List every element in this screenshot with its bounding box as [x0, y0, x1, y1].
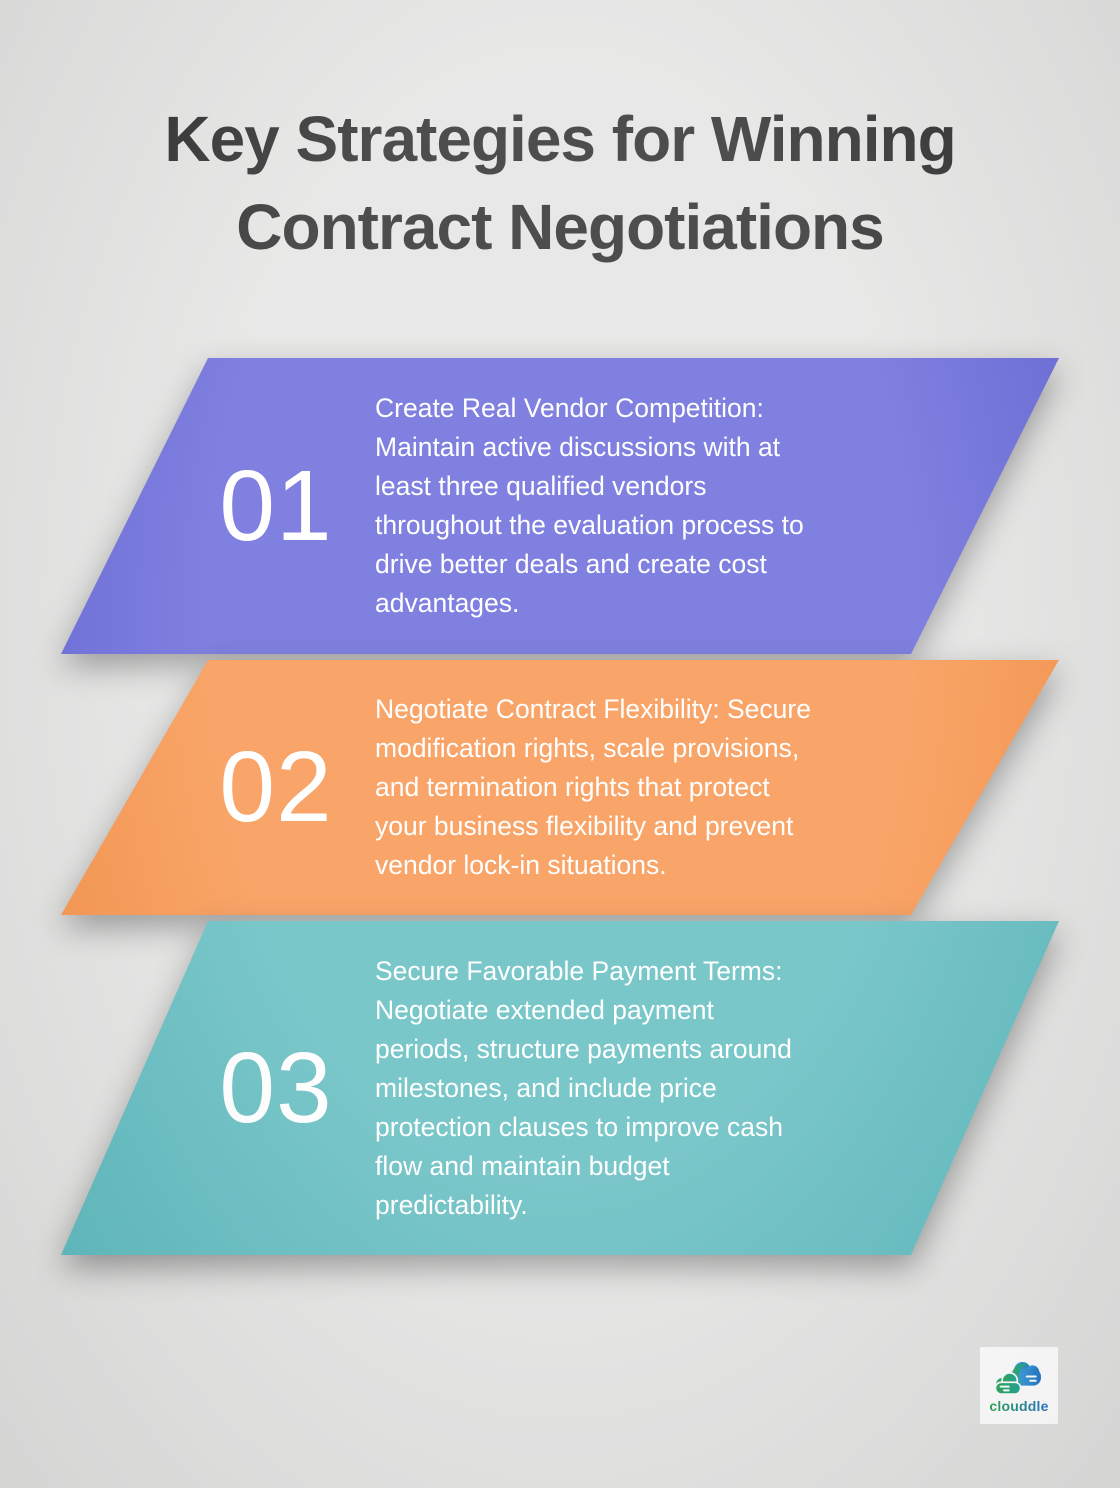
step-body-3: Secure Favorable Payment Terms: Negotiat…	[375, 921, 925, 1255]
clouddle-logo: clouddle	[980, 1347, 1058, 1424]
step-banner-1: 01 Create Real Vendor Competition: Maint…	[61, 358, 1060, 654]
step-banner-2-shape: 02 Negotiate Contract Flexibility: Secur…	[61, 660, 1059, 915]
step-body-2: Negotiate Contract Flexibility: Secure m…	[375, 660, 925, 915]
page-title: Key Strategies for Winning Contract Nego…	[164, 103, 956, 263]
cloud-logo-icon	[994, 1361, 1041, 1395]
step-banner-1-shape: 01 Create Real Vendor Competition: Maint…	[61, 358, 1059, 654]
step-banner-2: 02 Negotiate Contract Flexibility: Secur…	[61, 660, 1060, 915]
step-description-3: Secure Favorable Payment Terms: Negotiat…	[375, 955, 792, 1220]
logo-wordmark: clouddle	[989, 1398, 1049, 1414]
step-number-3: 03	[219, 1031, 333, 1144]
step-number-1: 01	[219, 449, 333, 562]
step-body-1: Create Real Vendor Competition: Maintain…	[375, 358, 925, 654]
step-description-2: Negotiate Contract Flexibility: Secure m…	[375, 694, 811, 880]
step-banner-3-shape: 03 Secure Favorable Payment Terms: Negot…	[61, 921, 1059, 1255]
step-number-2: 02	[219, 731, 333, 843]
step-banner-3: 03 Secure Favorable Payment Terms: Negot…	[61, 921, 1060, 1255]
step-description-1: Create Real Vendor Competition: Maintain…	[375, 393, 804, 618]
green-cloud	[994, 1372, 1022, 1395]
